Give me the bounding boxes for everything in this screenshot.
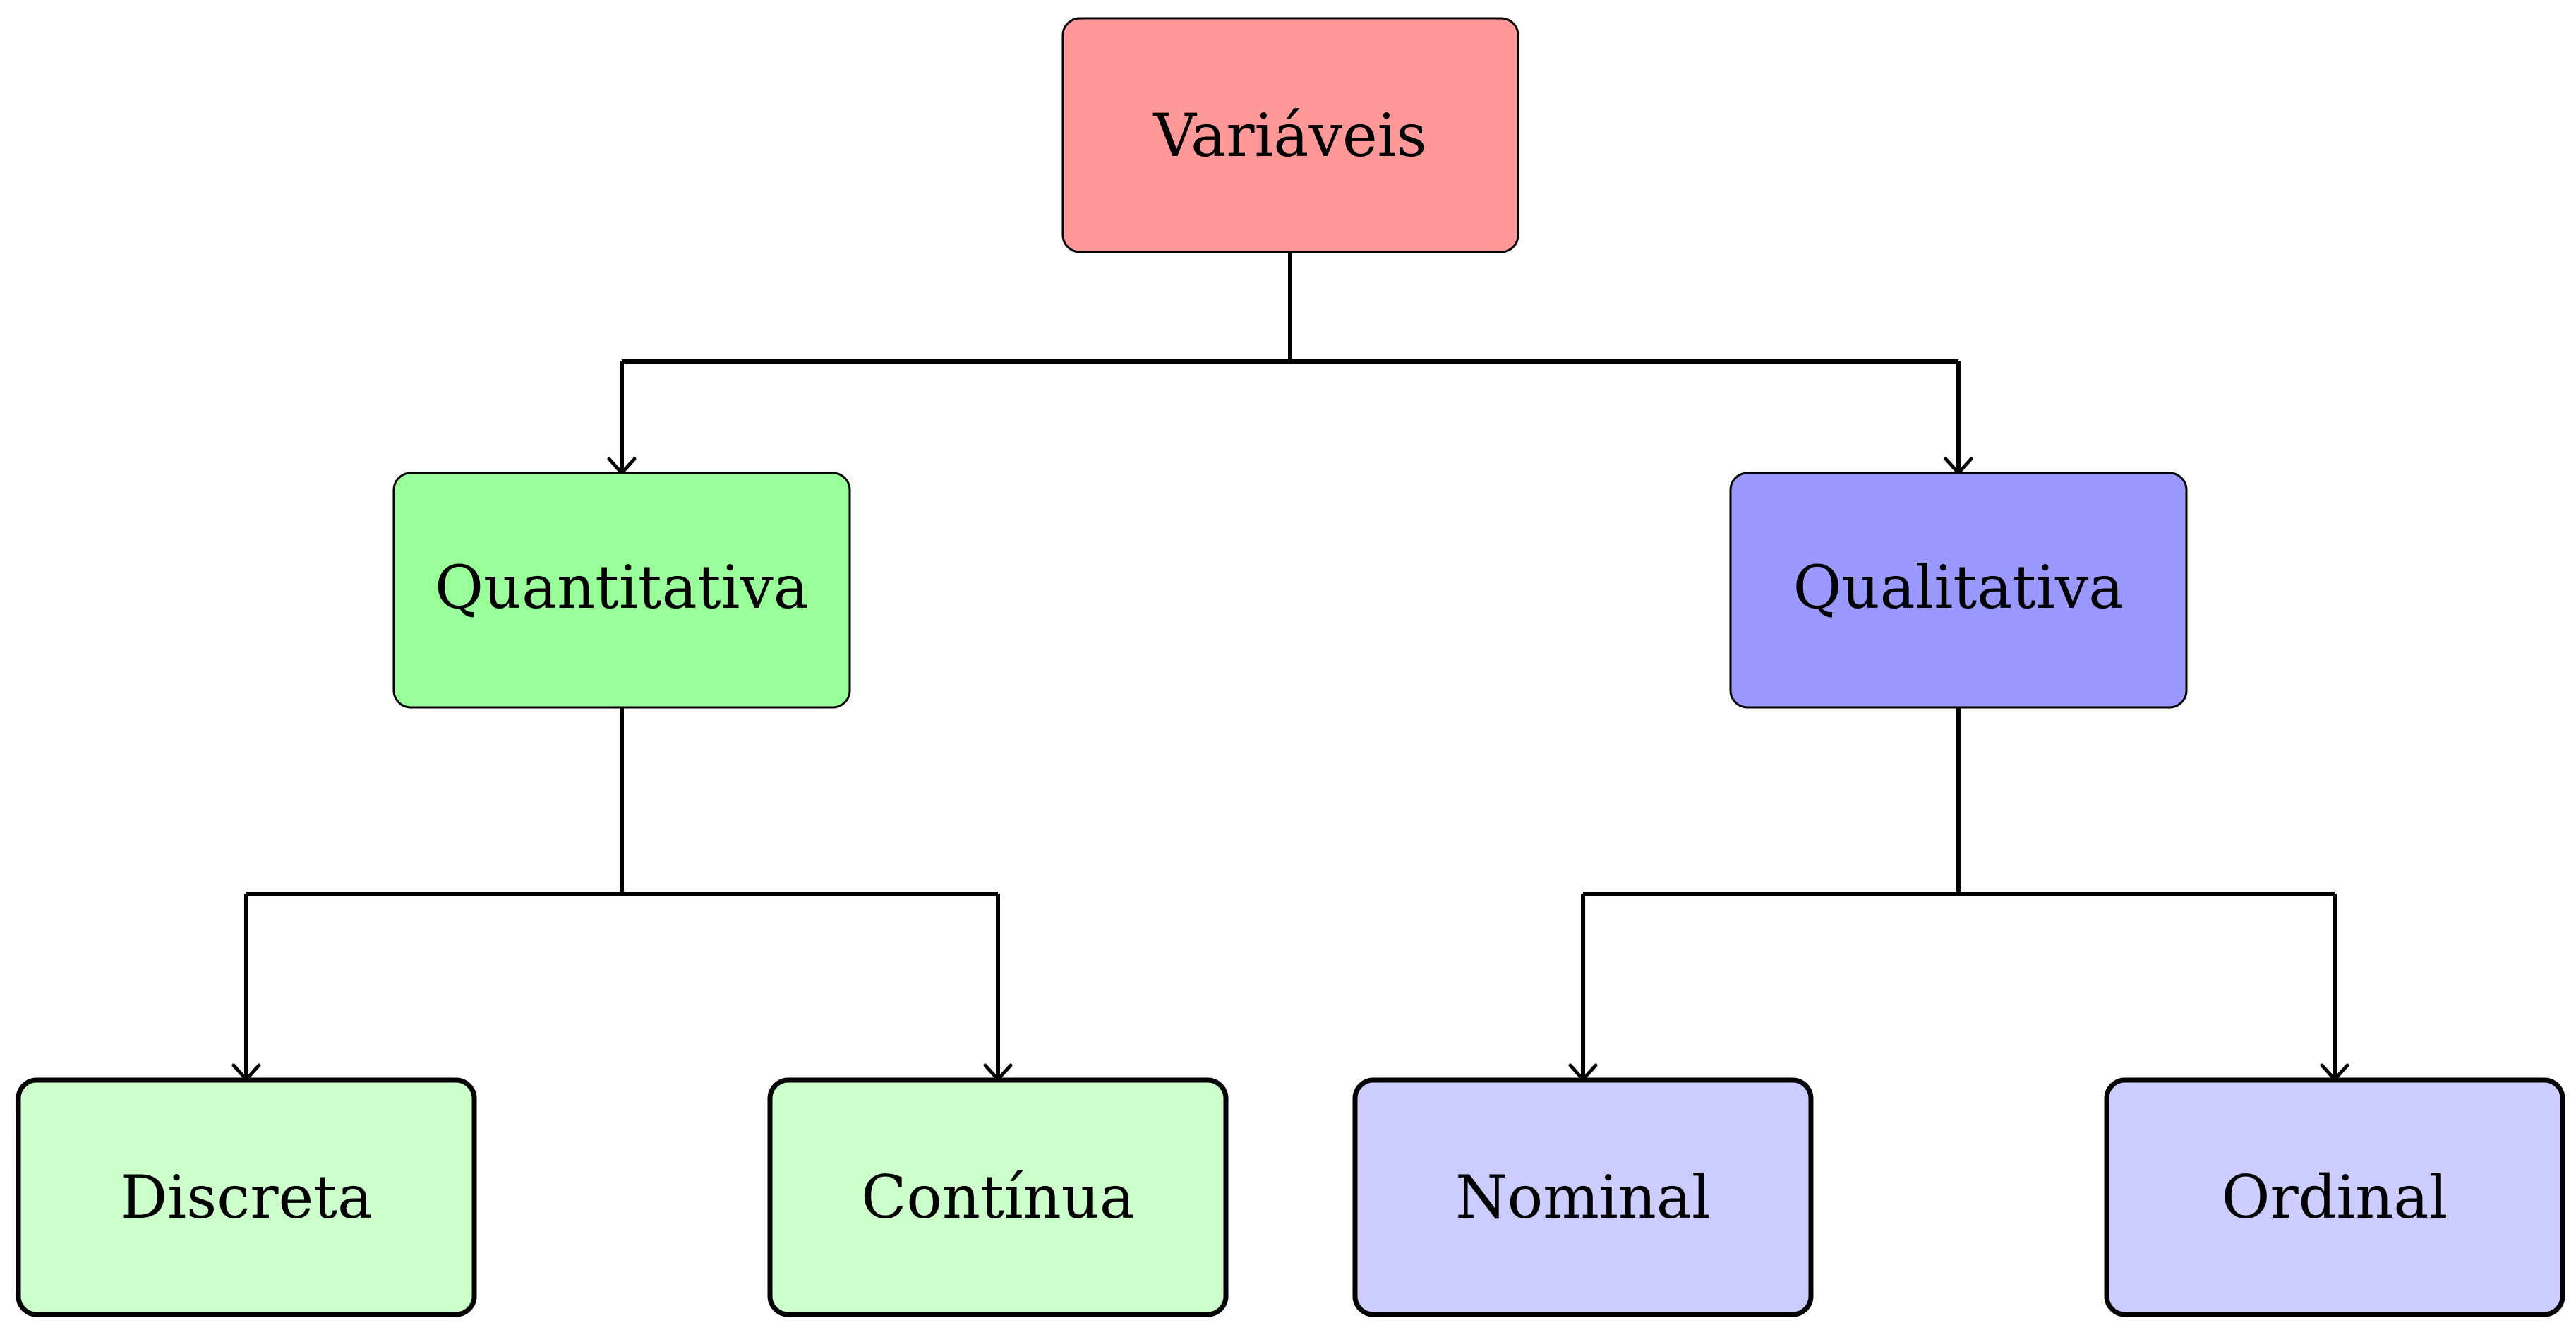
node-qualitative-box [1729, 472, 2188, 709]
node-variables-box [1061, 17, 1519, 253]
node-quantitative-box [392, 472, 851, 709]
node-nominal-label: Nominal [1455, 1163, 1711, 1232]
node-qualitative: Qualitativa [1729, 472, 2188, 709]
connectors-quantitative [231, 707, 1013, 1082]
node-continuous-label: Contínua [861, 1163, 1135, 1232]
node-discrete-label: Discreta [120, 1163, 373, 1232]
node-ordinal-box [2104, 1077, 2565, 1317]
node-nominal-box [1352, 1077, 1814, 1317]
node-nominal: Nominal [1352, 1077, 1814, 1317]
node-quantitative: Quantitativa [392, 472, 851, 709]
node-ordinal-label: Ordinal [2222, 1163, 2448, 1232]
node-ordinal: Ordinal [2104, 1077, 2565, 1317]
connectors-qualitative [1568, 707, 2349, 1082]
node-discrete-box [16, 1077, 477, 1317]
node-discrete: Discreta [16, 1077, 477, 1317]
node-continuous: Contínua [767, 1077, 1229, 1317]
node-qualitative-label: Qualitativa [1793, 553, 2124, 622]
node-variables-label: Variáveis [1152, 101, 1426, 170]
node-variables: Variáveis [1061, 17, 1519, 253]
connectors-root [607, 252, 1973, 475]
node-continuous-box [767, 1077, 1229, 1317]
node-quantitative-label: Quantitativa [435, 553, 809, 622]
